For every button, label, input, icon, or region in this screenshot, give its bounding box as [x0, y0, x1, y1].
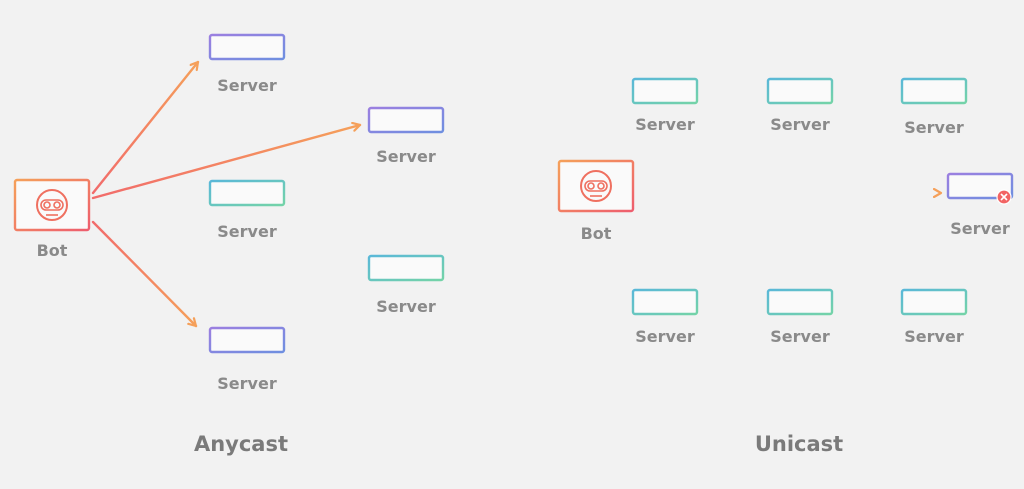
anycast-server-2	[367, 106, 445, 136]
unicast-bot	[550, 159, 642, 216]
anycast-server-label-4: Server	[376, 297, 436, 316]
anycast-arrow-3	[91, 220, 198, 328]
unicast-bot-label: Bot	[580, 224, 612, 243]
anycast-arrow-2	[91, 125, 362, 200]
unicast-server-2	[766, 77, 834, 107]
anycast-arrow-1	[91, 60, 200, 195]
unicast-server-label-6: Server	[770, 327, 830, 346]
unicast-server-6	[766, 288, 834, 318]
unicast-server-3	[900, 77, 968, 107]
error-icon	[996, 189, 1012, 205]
anycast-server-label-3: Server	[217, 222, 277, 241]
anycast-server-5	[208, 326, 286, 356]
anycast-server-1	[208, 33, 286, 63]
unicast-server-label-1: Server	[635, 115, 695, 134]
anycast-server-3	[208, 179, 286, 209]
anycast-server-4	[367, 254, 445, 284]
unicast-title: Unicast	[754, 432, 844, 456]
unicast-server-label-2: Server	[770, 115, 830, 134]
unicast-server-5	[631, 288, 699, 318]
anycast-server-label-5: Server	[217, 374, 277, 393]
unicast-server-label-7: Server	[904, 327, 964, 346]
unicast-server-1	[631, 77, 699, 107]
unicast-server-label-4: Server	[950, 219, 1010, 238]
anycast-title: Anycast	[193, 432, 289, 456]
unicast-server-label-3: Server	[904, 118, 964, 137]
anycast-server-label-1: Server	[217, 76, 277, 95]
anycast-bot	[6, 178, 98, 235]
anycast-bot-label: Bot	[36, 241, 68, 260]
unicast-server-7	[900, 288, 968, 318]
unicast-server-label-5: Server	[635, 327, 695, 346]
unicast-server-4	[946, 172, 1014, 202]
anycast-server-label-2: Server	[376, 147, 436, 166]
